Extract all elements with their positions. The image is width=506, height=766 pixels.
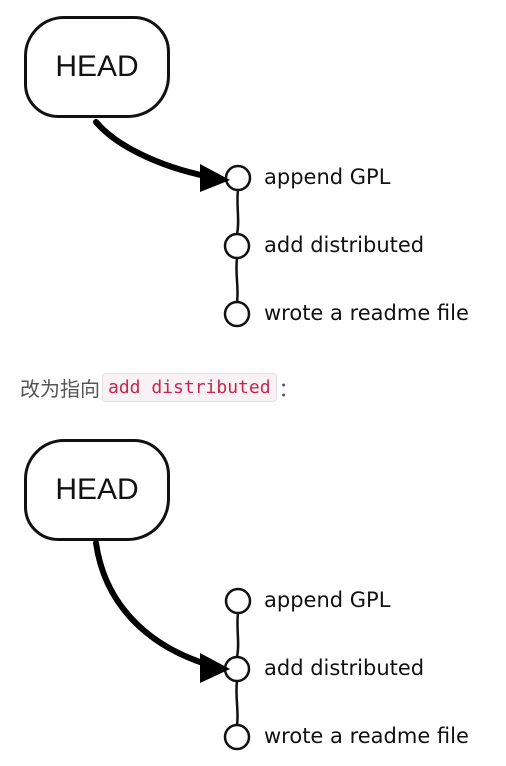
commit-node-append-gpl	[224, 587, 252, 615]
commit-node-readme	[223, 723, 251, 751]
head-pointer-arrow	[93, 540, 219, 670]
head-box: HEAD	[24, 16, 170, 118]
commit-label-append-gpl: append GPL	[264, 165, 391, 189]
commit-link	[235, 257, 239, 303]
commit-graph-before	[93, 119, 252, 328]
diagram-after: HEAD append GPL add distributed wrote a …	[0, 421, 506, 766]
commit-graph-after	[93, 540, 252, 751]
commit-label-readme: wrote a readme file	[264, 301, 469, 325]
commit-label-add-distributed: add distributed	[264, 233, 425, 257]
arrowhead-icon	[200, 164, 230, 192]
caption: 改为指向 add distributed ：	[20, 369, 299, 405]
commit-node-readme	[223, 300, 251, 328]
diagram-before: HEAD append GPL add distributed wrote a …	[0, 0, 506, 345]
commit-label-append-gpl: append GPL	[264, 588, 391, 612]
head-pointer-arrow	[93, 119, 219, 181]
caption-code: add distributed	[102, 372, 277, 402]
commit-node-add-distributed	[223, 232, 251, 260]
arrowhead-icon	[200, 653, 230, 683]
commit-label-readme: wrote a readme file	[264, 724, 469, 748]
commit-link	[235, 612, 240, 658]
caption-prefix: 改为指向	[20, 376, 100, 401]
commit-node-append-gpl	[224, 164, 252, 192]
commit-label-add-distributed: add distributed	[264, 656, 425, 680]
commit-link	[235, 680, 239, 726]
caption-suffix: ：	[278, 376, 299, 401]
commit-link	[235, 189, 240, 235]
head-box: HEAD	[24, 439, 170, 541]
